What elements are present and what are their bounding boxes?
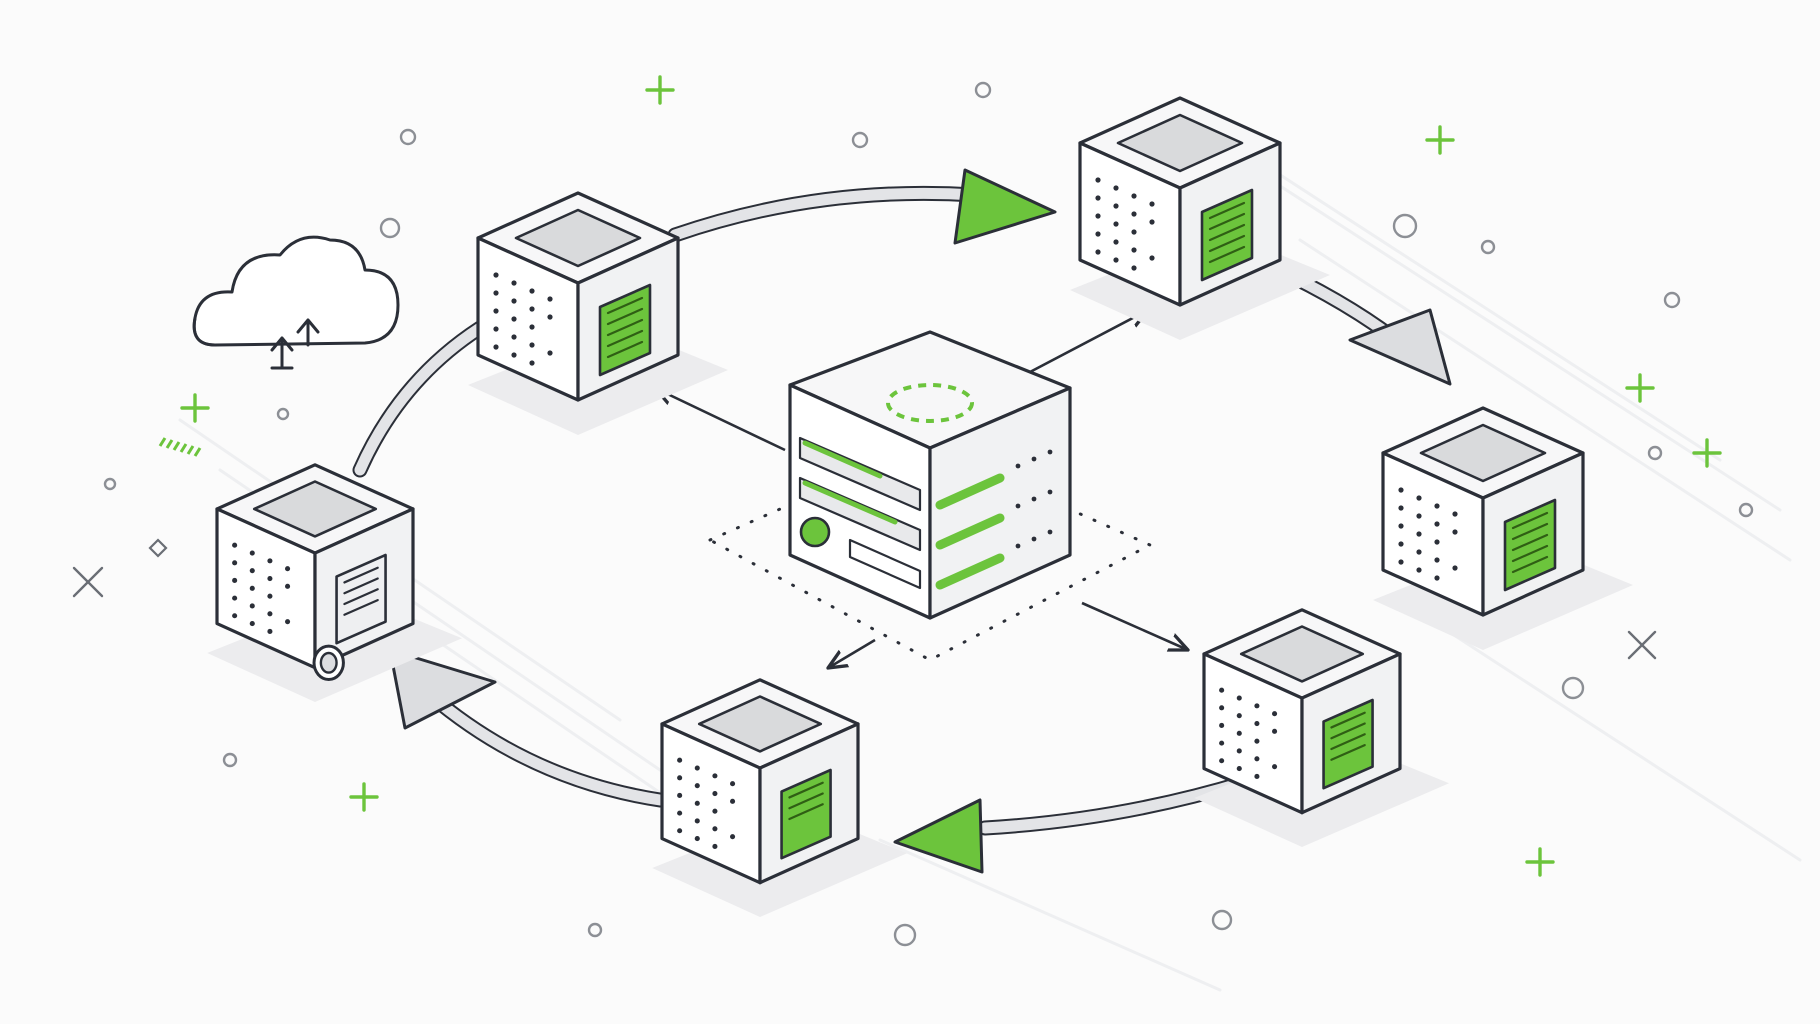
node-right	[1381, 406, 1585, 617]
cross-sparkle-icon	[72, 566, 104, 598]
green-dash-sparkle	[158, 437, 202, 457]
arrowhead-bottom-green	[893, 798, 984, 874]
circle-sparkle-icon	[587, 922, 603, 938]
circle-sparkle-icon	[379, 217, 401, 239]
circle-sparkle-icon	[276, 407, 290, 421]
plus-sparkle-icon	[645, 75, 675, 105]
diamond-sparkle-icon	[148, 538, 168, 558]
document-lines	[1208, 201, 1246, 264]
vent-dots	[1219, 687, 1278, 779]
document-lines	[788, 781, 824, 821]
circle-sparkle-icon	[222, 752, 238, 768]
circle-sparkle-icon	[1663, 291, 1681, 309]
circle-sparkle-icon	[893, 923, 917, 947]
ring-arrowheads	[388, 168, 1452, 874]
cross-sparkle-icon	[1627, 630, 1657, 660]
circle-sparkle-icon	[1647, 445, 1663, 461]
document-panel-green	[598, 283, 652, 377]
arrowhead-left-gray	[388, 648, 497, 730]
cube-top-inset	[1116, 113, 1244, 173]
padlock-inner	[319, 651, 338, 674]
cube-top-inset	[252, 480, 378, 538]
document-lines	[343, 566, 379, 616]
node-bottom-right	[1202, 608, 1402, 815]
document-lines	[1330, 711, 1366, 761]
circle-sparkle-icon	[1561, 676, 1585, 700]
node-left	[215, 463, 415, 681]
hub-dotted-base	[706, 443, 1154, 662]
power-led	[799, 516, 831, 548]
cube-top-inset	[1239, 625, 1365, 683]
vent-dots	[232, 542, 291, 634]
vent-dots	[493, 272, 553, 366]
hub-connectors	[655, 310, 1188, 668]
node-bottom-center	[660, 678, 860, 885]
document-lines	[1511, 511, 1549, 574]
node-top-right	[1078, 96, 1282, 307]
circle-sparkle-icon	[103, 477, 117, 491]
plus-sparkle-icon	[1692, 438, 1722, 468]
document-panel-gray	[335, 553, 387, 645]
hub-side-face	[928, 386, 1072, 620]
plus-sparkle-icon	[1525, 847, 1555, 877]
node-top-left	[476, 191, 680, 402]
plus-sparkle-icon	[349, 782, 379, 812]
circle-sparkle-icon	[1211, 909, 1233, 931]
arrowhead-top-green	[953, 168, 1057, 245]
cube-top-inset	[697, 695, 823, 753]
circle-sparkle-icon	[1392, 213, 1418, 239]
nodes-layer	[215, 96, 1585, 885]
circle-sparkle-icon	[851, 131, 869, 149]
central-server	[788, 330, 1072, 620]
circle-sparkle-icon	[1738, 502, 1754, 518]
vent-dots	[1398, 487, 1458, 581]
document-panel-green	[1322, 698, 1374, 790]
cube-top-inset	[1419, 423, 1547, 483]
arrowhead-right-gray	[1348, 308, 1452, 386]
circle-sparkle-icon	[974, 81, 992, 99]
document-lines	[606, 296, 644, 359]
plus-sparkle-icon	[180, 393, 210, 423]
decor-layer	[72, 75, 1754, 947]
plus-sparkle-icon	[1625, 373, 1655, 403]
circle-sparkle-icon	[399, 128, 417, 146]
cube-top-inset	[514, 208, 642, 268]
vent-dots	[1095, 177, 1155, 271]
vent-dots	[677, 757, 736, 849]
document-panel-green	[1503, 498, 1557, 592]
plus-sparkle-icon	[1425, 125, 1455, 155]
sync-ring-icon	[886, 383, 974, 423]
cloud-upload-icon	[192, 235, 400, 370]
document-panel-green	[1200, 188, 1254, 282]
document-panel-green	[780, 768, 832, 860]
circle-sparkle-icon	[1480, 239, 1496, 255]
